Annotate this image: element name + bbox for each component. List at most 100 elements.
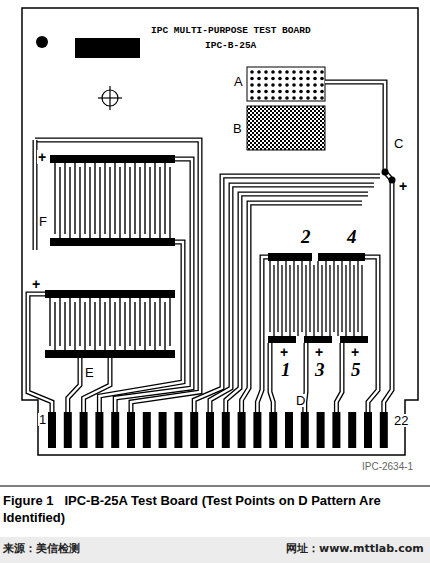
pad-dot	[313, 83, 317, 87]
comb-finger	[269, 261, 270, 332]
comb-finger	[345, 265, 346, 336]
pad-dot	[320, 70, 324, 74]
pad-dot	[250, 96, 254, 100]
trace-fill	[68, 358, 80, 412]
pad-dot	[299, 96, 303, 100]
trace-edge	[270, 343, 273, 412]
pattern-letter: B	[232, 122, 243, 135]
comb-bar	[50, 238, 175, 246]
test-point-number: 1	[280, 360, 292, 379]
pad-dot	[285, 83, 289, 87]
comb-finger	[129, 298, 130, 346]
pad-dot	[299, 90, 303, 94]
trace-fill	[365, 257, 378, 412]
pad-dot	[299, 77, 303, 81]
edge-finger	[285, 412, 293, 448]
comb-finger	[273, 265, 274, 336]
pad-dot	[292, 83, 296, 87]
source-note: 来源：美信检测	[3, 543, 80, 554]
comb-finger	[124, 163, 125, 234]
comb-finger	[277, 261, 278, 332]
pad-dot	[313, 70, 317, 74]
comb-finger	[119, 298, 120, 346]
comb-finger	[281, 265, 282, 336]
comb-finger	[139, 298, 140, 346]
pad-dot	[278, 70, 282, 74]
marking-block	[75, 38, 140, 58]
edge-finger	[364, 412, 372, 448]
comb-finger	[313, 265, 314, 336]
pin-number: 1	[38, 413, 47, 426]
comb-finger	[329, 265, 330, 336]
comb-finger	[89, 298, 90, 346]
polarity-mark: +	[37, 150, 47, 164]
tooling-hole	[36, 36, 48, 48]
comb-finger	[317, 261, 318, 332]
polarity-mark: +	[350, 345, 360, 359]
comb-finger	[321, 265, 322, 336]
comb-finger	[357, 261, 358, 332]
trace-fill	[226, 194, 368, 412]
pad-dot	[292, 90, 296, 94]
comb-finger	[305, 265, 306, 336]
comb-finger	[129, 167, 130, 238]
pad-dot	[306, 90, 310, 94]
pattern-letter: A	[233, 75, 244, 88]
comb-bar	[45, 290, 175, 298]
comb-finger	[341, 261, 342, 332]
pad-dot	[250, 90, 254, 94]
test-point-number: 5	[350, 360, 362, 379]
comb-bar	[268, 253, 312, 261]
edge-finger	[48, 412, 56, 448]
comb-finger	[149, 167, 150, 238]
pattern-letter: C	[393, 137, 404, 150]
trace-edge	[84, 358, 110, 412]
comb-finger	[64, 163, 65, 234]
edge-finger	[206, 412, 214, 448]
polarity-mark: +	[31, 277, 41, 291]
polarity-mark: +	[398, 179, 408, 193]
fiducial-mark	[98, 86, 122, 110]
pad-dot	[285, 77, 289, 81]
pad-dot	[313, 96, 317, 100]
pad-dot	[271, 90, 275, 94]
comb-finger	[104, 302, 105, 350]
edge-finger	[143, 412, 151, 448]
comb-bar	[268, 336, 296, 343]
comb-bar	[318, 253, 365, 261]
test-point-number: 2	[300, 227, 312, 246]
edge-finger	[111, 412, 119, 448]
comb-finger	[104, 163, 105, 234]
edge-finger	[301, 412, 309, 448]
trace-fill	[84, 358, 110, 412]
comb-finger	[99, 167, 100, 238]
pad-dot	[264, 90, 268, 94]
comb-finger	[169, 298, 170, 346]
edge-finger	[80, 412, 88, 448]
pad-dot	[271, 96, 275, 100]
pattern-letter: F	[38, 215, 48, 228]
comb-finger	[349, 261, 350, 332]
test-point-dot	[382, 169, 389, 176]
comb-finger	[79, 167, 80, 238]
comb-finger	[99, 298, 100, 346]
pad-dot	[285, 96, 289, 100]
generated-strokes	[28, 70, 396, 448]
pad-dot	[250, 83, 254, 87]
edge-finger	[238, 412, 246, 448]
edge-finger	[317, 412, 325, 448]
pad-dot	[257, 77, 261, 81]
pad-dot	[278, 77, 282, 81]
pad-dot	[264, 77, 268, 81]
pad-dot	[250, 77, 254, 81]
trace-edge	[384, 172, 392, 412]
edge-finger	[269, 412, 277, 448]
footer-band	[0, 537, 430, 563]
comb-finger	[94, 163, 95, 234]
pad-dot	[257, 90, 261, 94]
comb-finger	[64, 302, 65, 350]
comb-finger	[149, 298, 150, 346]
comb-finger	[49, 298, 50, 346]
edge-finger	[222, 412, 230, 448]
